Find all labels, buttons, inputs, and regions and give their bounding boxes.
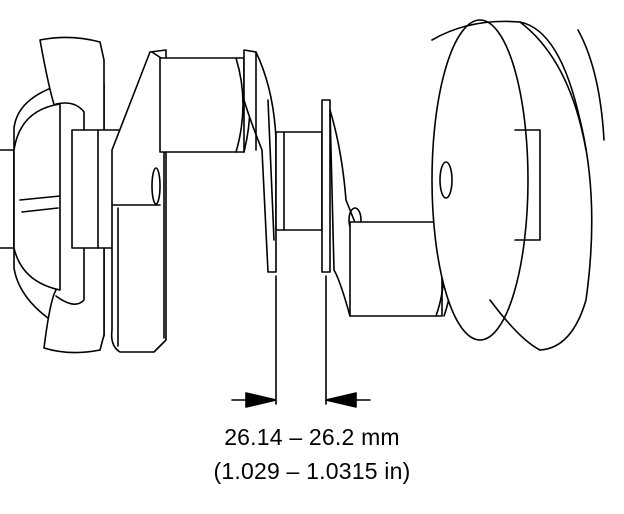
dimension-imperial-label: (1.029 – 1.0315 in) [213,458,411,484]
dimension-callout [232,276,370,407]
first-rod-journal [160,58,250,152]
front-main-journal [72,130,122,248]
first-crank-web [112,50,166,352]
rear-flange [432,20,604,350]
second-crank-web [244,50,276,272]
arrowhead-right [326,393,356,407]
thrust-main-journal [276,100,330,272]
arrowhead-left [246,393,276,407]
dimension-metric-label: 26.14 – 26.2 mm [224,424,400,450]
